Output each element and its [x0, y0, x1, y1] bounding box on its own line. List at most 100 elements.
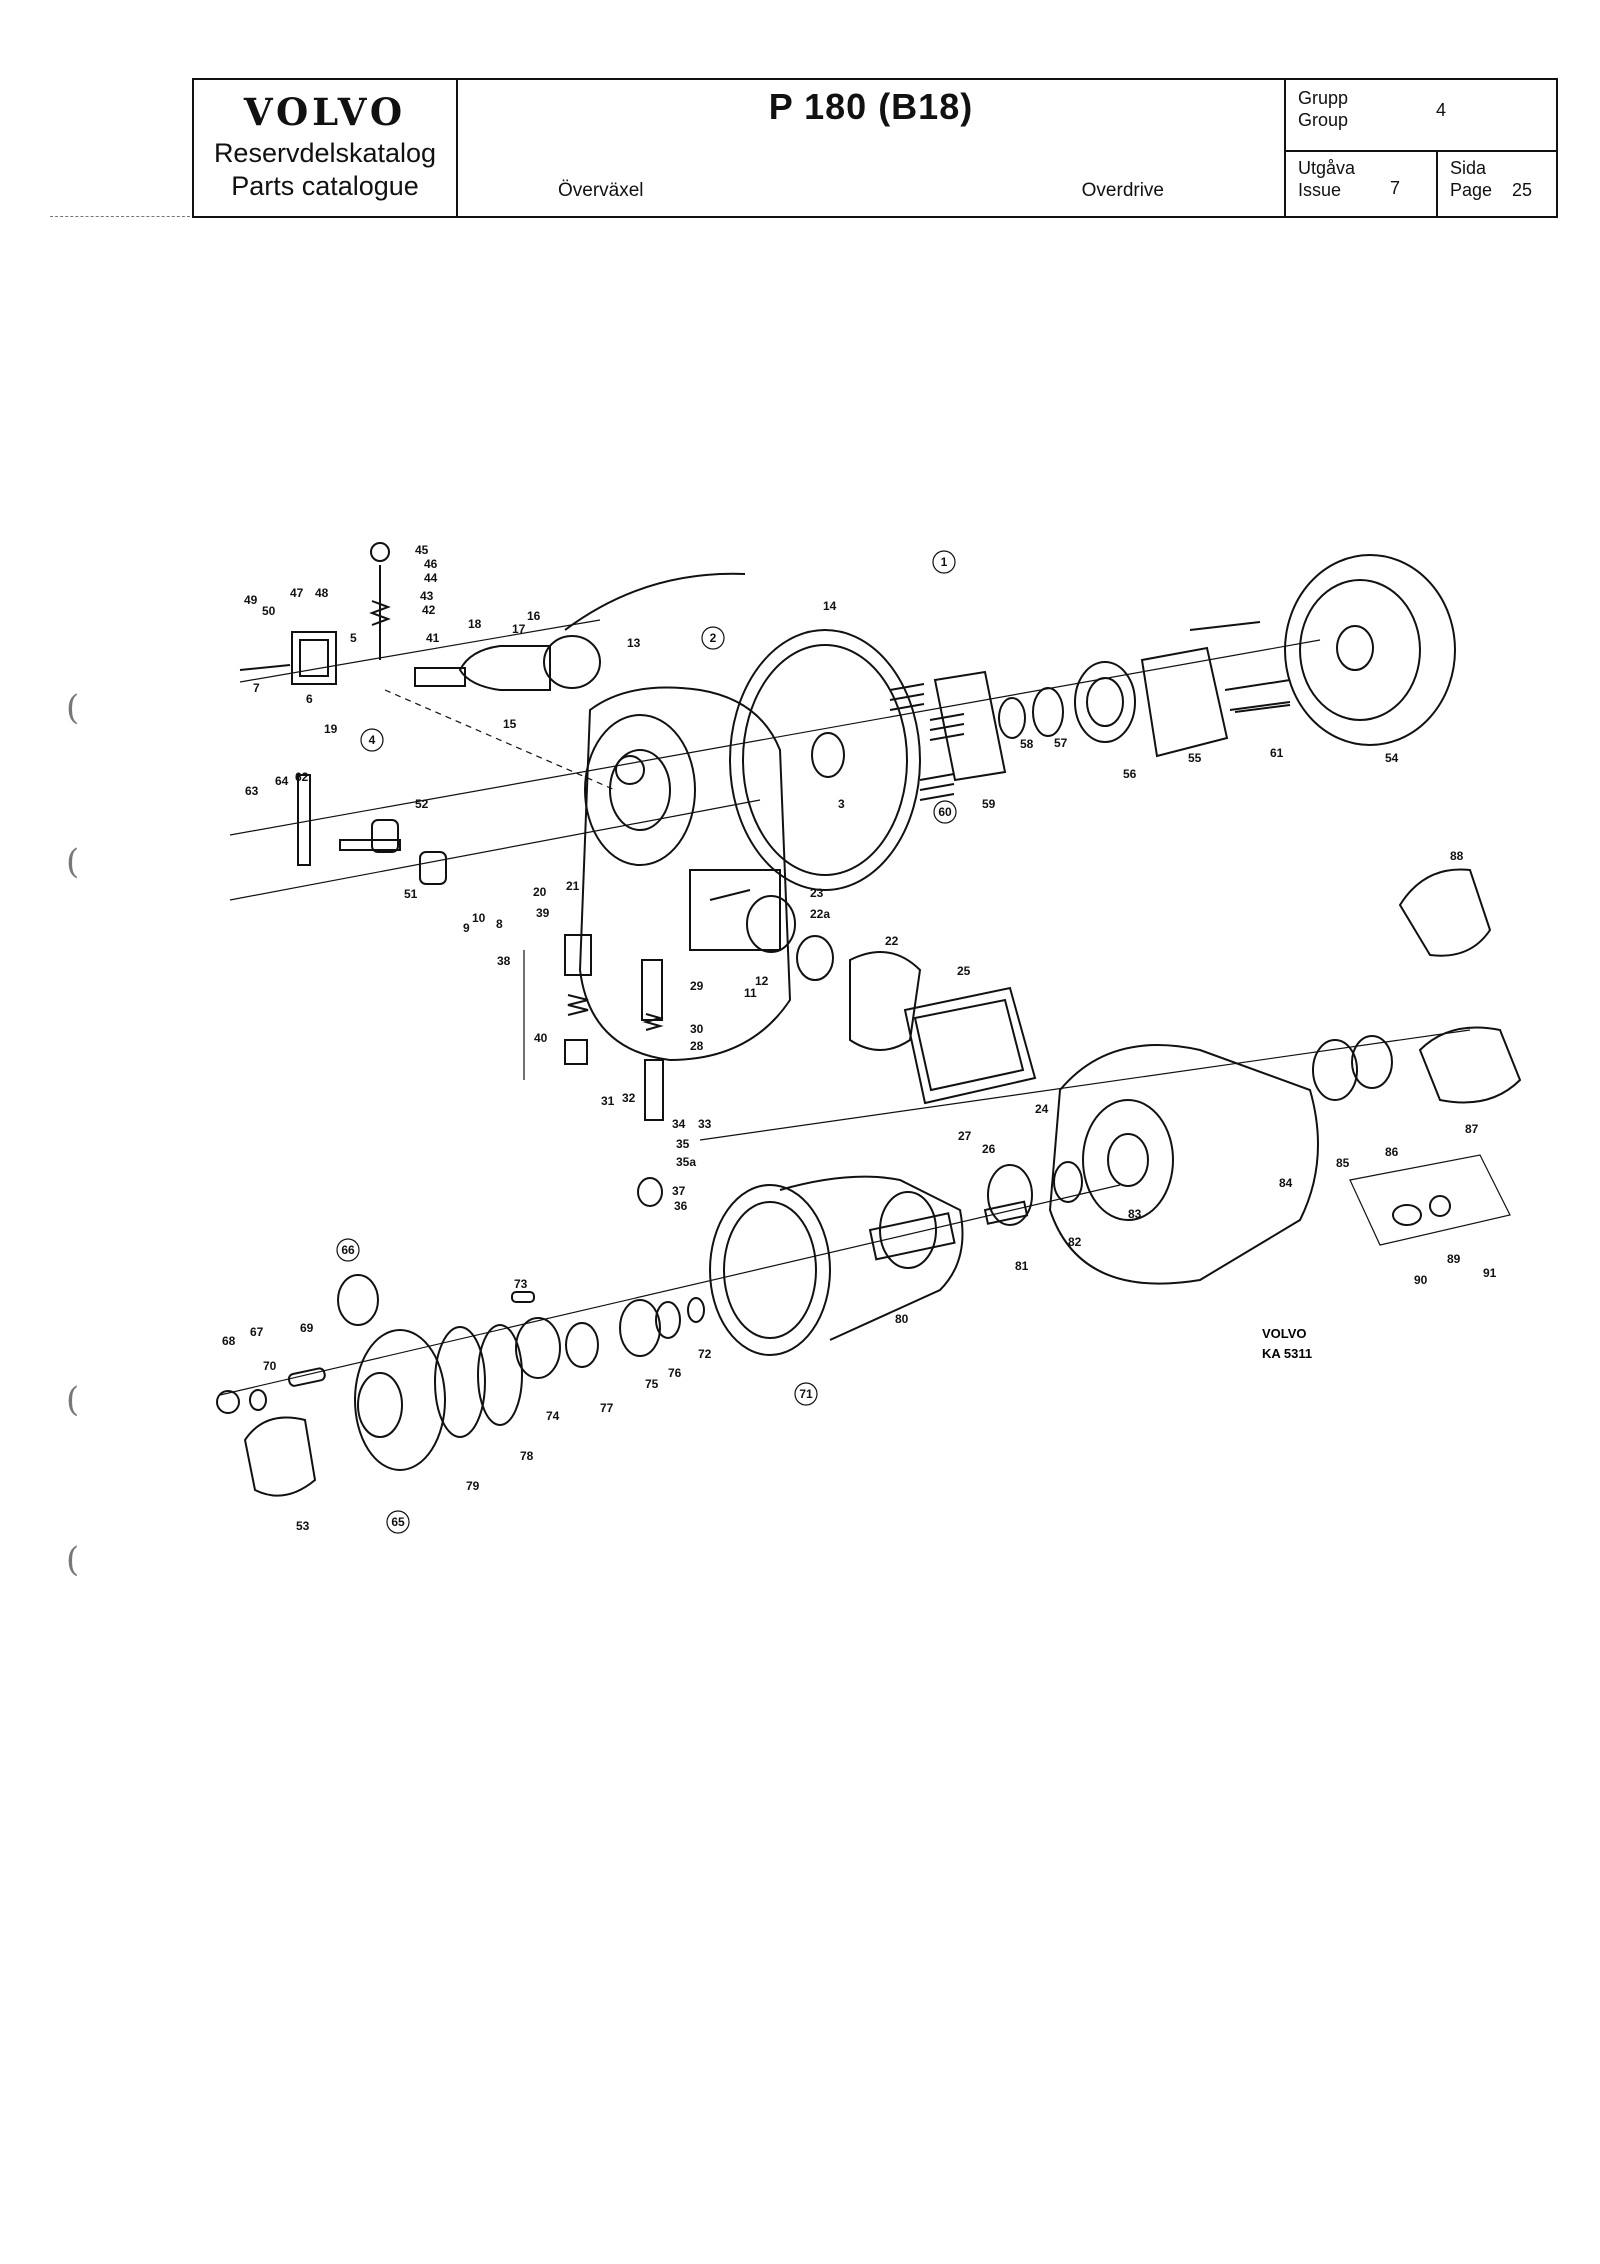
part-callout-55: 55 — [1188, 751, 1202, 765]
sunwheel-53 — [243, 1416, 317, 1497]
part-callout-46: 46 — [424, 557, 438, 571]
bolt — [1224, 679, 1291, 691]
sump-gasket — [913, 998, 1025, 1092]
part-callout-85: 85 — [1336, 1156, 1350, 1170]
part-callout-83: 83 — [1128, 1207, 1142, 1221]
part-callout-27: 27 — [958, 1129, 972, 1143]
annulus-gear — [709, 1175, 964, 1356]
circled-callout-ring — [701, 626, 725, 650]
volvo-logo: VOLVO — [243, 89, 407, 134]
circled-callout-ring — [933, 800, 957, 824]
brand-cell: VOLVO Reservdelskatalog Parts catalogue — [194, 80, 458, 216]
circled-callout-60: 60 — [938, 805, 952, 819]
part-callout-35a: 35a — [676, 1155, 696, 1169]
part-callout-40: 40 — [534, 1031, 548, 1045]
bolt — [1189, 621, 1261, 631]
part-callout-47: 47 — [290, 586, 304, 600]
casing-body — [578, 686, 792, 1062]
axis-line — [699, 1029, 1471, 1141]
front-flange — [729, 629, 921, 891]
group-label-sv: Grupp — [1298, 88, 1349, 108]
part-callout-14: 14 — [823, 599, 837, 613]
part-callout-5: 5 — [350, 631, 357, 645]
drawing-ref-code: KA 5311 — [1262, 1346, 1312, 1361]
washer-90 — [1392, 1204, 1422, 1226]
part-callout-18: 18 — [468, 617, 482, 631]
binding-mark: ( — [66, 1380, 80, 1420]
spring-set-upper — [889, 683, 925, 711]
annulus-shell — [779, 1175, 964, 1341]
subject-sv: Överväxel — [558, 180, 644, 201]
uni-roller-clutch-74 — [515, 1317, 561, 1379]
part-callout-48: 48 — [315, 586, 329, 600]
page-value: 25 — [1512, 180, 1533, 200]
part-callout-90: 90 — [1414, 1273, 1428, 1287]
part-callout-82: 82 — [1068, 1235, 1082, 1249]
part-callout-33: 33 — [698, 1117, 712, 1131]
axis-line — [219, 1184, 1121, 1396]
bearing-housing — [1140, 646, 1229, 758]
title-cell: P 180 (B18) Överväxel Overdrive — [458, 80, 1286, 216]
solenoid-body — [458, 645, 551, 691]
flange-88 — [1398, 868, 1492, 957]
part-callout-61: 61 — [1270, 746, 1284, 760]
part-callout-26: 26 — [982, 1142, 996, 1156]
part-callout-38: 38 — [497, 954, 511, 968]
rear-bearing — [1312, 1039, 1358, 1101]
pump-body-upper — [371, 819, 399, 853]
circled-callout-ring — [336, 1238, 360, 1262]
planet-carrier — [354, 1291, 705, 1471]
drum-outer — [1284, 554, 1456, 746]
part-callout-81: 81 — [1015, 1259, 1029, 1273]
nut-89 — [1429, 1195, 1451, 1217]
circled-callout-2: 2 — [710, 631, 717, 645]
part-callout-88: 88 — [1450, 849, 1464, 863]
part-callout-54: 54 — [1385, 751, 1399, 765]
filter — [849, 951, 922, 1051]
part-callout-11: 11 — [744, 986, 757, 1000]
part-callout-80: 80 — [895, 1312, 909, 1326]
planet-pin-69 — [287, 1367, 326, 1387]
part-callout-43: 43 — [420, 589, 434, 603]
part-callout-8: 8 — [496, 917, 503, 931]
circled-callout-71: 71 — [799, 1387, 813, 1401]
page-box: Sida Page 25 — [1438, 152, 1556, 216]
part-callout-7: 7 — [253, 681, 260, 695]
part-callout-86: 86 — [1385, 1145, 1399, 1159]
output-bearing — [879, 1191, 937, 1269]
axis-line — [229, 799, 761, 901]
seal-ring — [746, 895, 796, 953]
part-callout-78: 78 — [520, 1449, 534, 1463]
dashed-link — [384, 689, 616, 791]
casing-sump — [689, 869, 781, 951]
circlip-72 — [687, 1297, 705, 1323]
part-callout-39: 39 — [536, 906, 550, 920]
part-callout-13: 13 — [627, 636, 641, 650]
model-title: P 180 (B18) — [768, 86, 974, 127]
clip-67 — [249, 1389, 267, 1411]
clutch-springs — [889, 670, 1007, 801]
part-callout-69: 69 — [300, 1321, 314, 1335]
bolt — [1234, 704, 1291, 713]
part-callout-22a: 22a — [810, 907, 830, 921]
part-callout-72: 72 — [698, 1347, 712, 1361]
bridge-plate — [933, 670, 1007, 782]
solenoid-coil — [543, 635, 601, 689]
binding-mark: ( — [66, 842, 80, 882]
part-callout-10: 10 — [472, 911, 486, 925]
annulus-outer — [709, 1184, 831, 1356]
rear-housing-seal — [1107, 1133, 1149, 1187]
bearing — [1074, 661, 1136, 743]
flange-inner — [742, 644, 908, 876]
circlip-77 — [565, 1322, 599, 1368]
drum-face — [1299, 579, 1421, 721]
part-callout-34: 34 — [672, 1117, 686, 1131]
plunger — [414, 667, 466, 687]
casing-gear — [615, 755, 645, 785]
part-callout-36: 36 — [674, 1199, 688, 1213]
part-callout-12: 12 — [755, 974, 769, 988]
casing-bore — [584, 714, 696, 866]
